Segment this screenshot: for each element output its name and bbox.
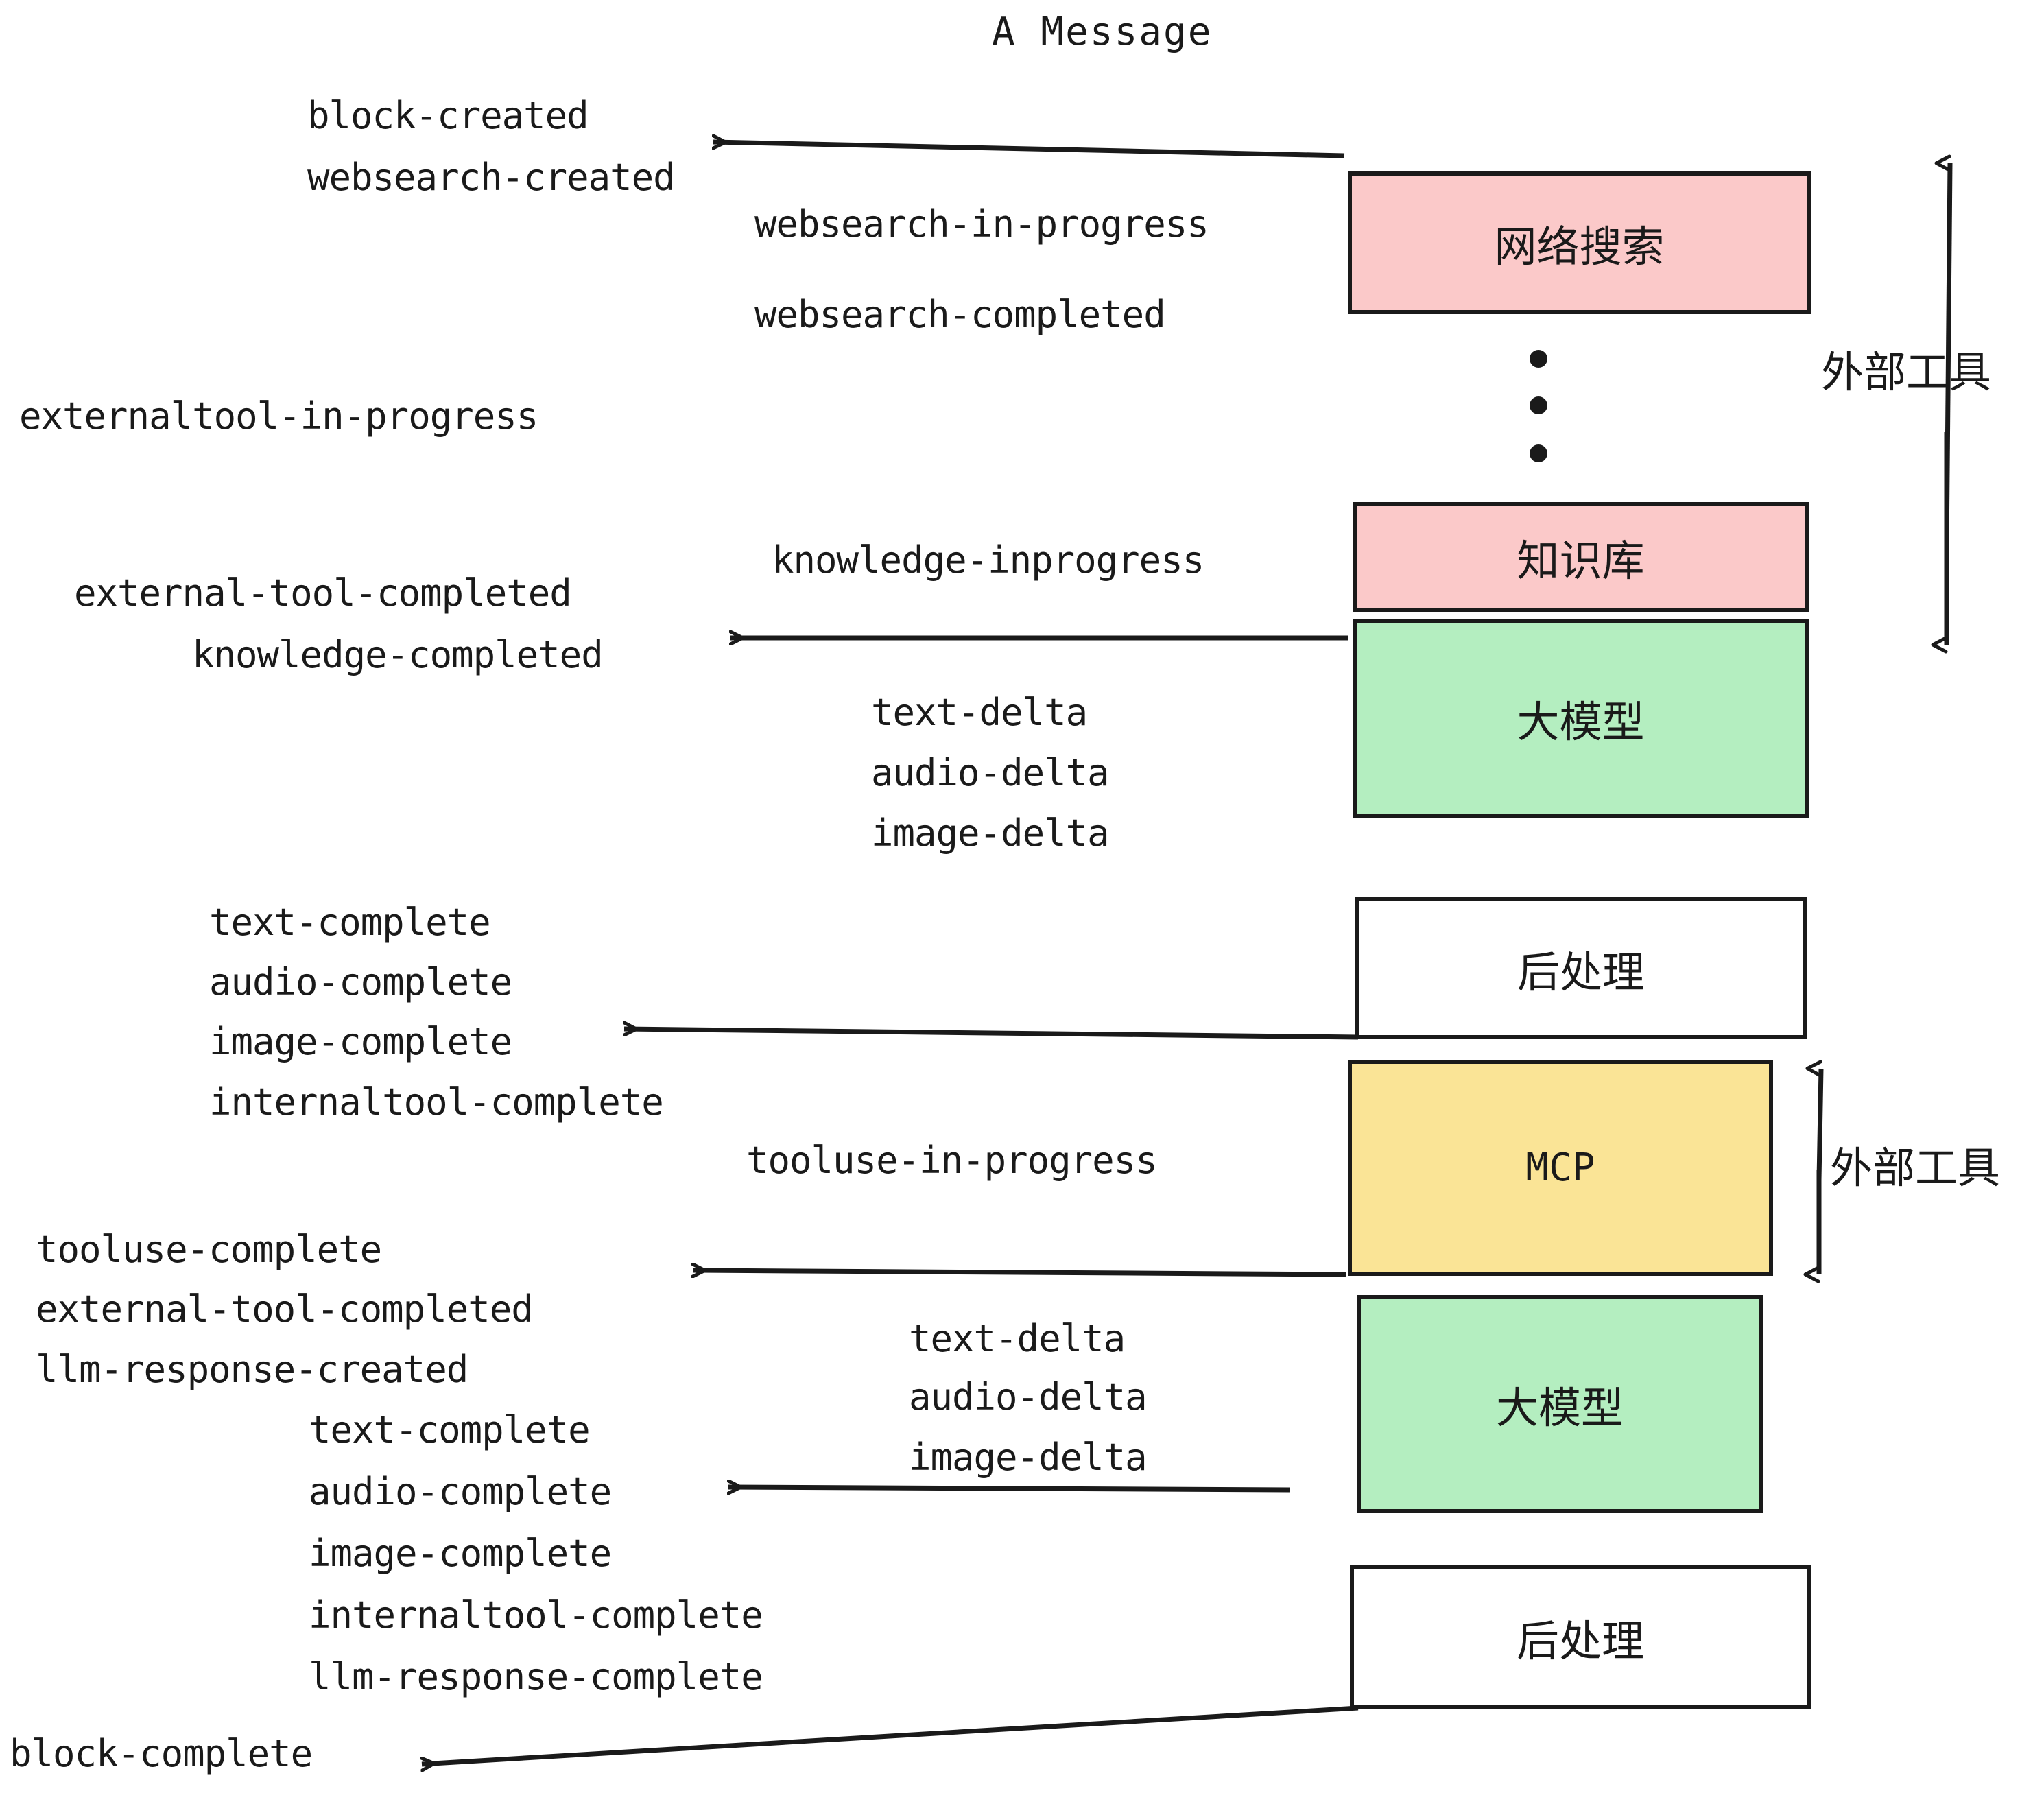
event-label-websearch-completed: websearch-completed (754, 293, 1166, 336)
node-postprocess-2-label: 后处理 (1516, 1616, 1644, 1666)
event-label-websearch-created: websearch-created (307, 156, 676, 199)
group-label-external-tools-bottom: 外部工具 (1830, 1143, 2001, 1193)
page-title: A Message (992, 10, 1213, 54)
node-postprocess-1-label: 后处理 (1517, 947, 1645, 997)
event-label-text-complete-1: text-complete (209, 901, 491, 944)
node-llm-2-label: 大模型 (1495, 1383, 1624, 1433)
arrow-mcp-to-tooluse-complete (693, 1270, 1346, 1274)
event-label-audio-complete-1: audio-complete (209, 960, 512, 1004)
ellipsis-dot (1530, 444, 1547, 462)
event-label-block-created: block-created (307, 94, 589, 137)
node-websearch[interactable]: 网络搜索 (1348, 171, 1811, 314)
node-mcp[interactable]: MCP (1348, 1060, 1773, 1276)
node-llm-2[interactable]: 大模型 (1357, 1295, 1763, 1513)
event-label-external-tool-completed-1: external-tool-completed (74, 571, 572, 615)
event-label-llm-response-complete: llm-response-complete (309, 1655, 763, 1698)
node-websearch-label: 网络搜索 (1494, 222, 1665, 272)
event-label-image-delta-1: image-delta (871, 811, 1110, 855)
event-label-tooluse-in-progress: tooluse-in-progress (746, 1139, 1158, 1182)
node-mcp-label: MCP (1525, 1146, 1595, 1190)
arrow-llm2-to-audio-complete (728, 1487, 1290, 1490)
group-label-external-tools-top: 外部工具 (1821, 347, 1992, 397)
event-label-internaltool-complete-2: internaltool-complete (309, 1593, 763, 1637)
event-label-image-complete-2: image-complete (309, 1532, 612, 1575)
node-llm-1[interactable]: 大模型 (1353, 619, 1809, 818)
node-llm-1-label: 大模型 (1517, 697, 1645, 747)
node-knowledge[interactable]: 知识库 (1353, 502, 1809, 612)
arrow-postprocess-to-image-complete (624, 1029, 1359, 1040)
event-label-audio-complete-2: audio-complete (309, 1470, 612, 1513)
event-label-text-complete-2: text-complete (309, 1408, 591, 1451)
event-label-audio-delta-2: audio-delta (909, 1375, 1148, 1419)
event-label-external-tool-completed-2: external-tool-completed (36, 1287, 534, 1331)
node-postprocess-2[interactable]: 后处理 (1350, 1565, 1811, 1709)
event-label-text-delta-1: text-delta (871, 691, 1088, 734)
ellipsis-dot (1530, 350, 1547, 368)
event-label-knowledge-completed: knowledge-completed (192, 633, 604, 676)
node-postprocess-1[interactable]: 后处理 (1355, 897, 1807, 1039)
arrow-websearch-to-block-created (713, 142, 1345, 158)
node-knowledge-label: 知识库 (1517, 536, 1645, 586)
event-label-tooluse-complete: tooluse-complete (36, 1228, 382, 1271)
event-label-internaltool-complete-1: internaltool-complete (209, 1080, 664, 1124)
ellipsis-dot (1530, 396, 1547, 414)
event-label-llm-response-created: llm-response-created (36, 1348, 468, 1391)
arrow-external-tools-bottom-up (1805, 1060, 1824, 1180)
event-label-knowledge-inprogress: knowledge-inprogress (772, 538, 1204, 582)
event-label-block-complete: block-complete (10, 1732, 313, 1775)
event-label-audio-delta-1: audio-delta (871, 751, 1110, 794)
event-label-image-complete-1: image-complete (209, 1020, 512, 1063)
event-label-text-delta-2: text-delta (909, 1317, 1126, 1360)
arrow-postprocess2-to-block-complete (422, 1705, 1359, 1764)
event-label-websearch-in-progress: websearch-in-progress (754, 202, 1209, 246)
event-label-externaltool-in-progress: externaltool-in-progress (19, 394, 538, 438)
event-label-image-delta-2: image-delta (909, 1436, 1148, 1479)
